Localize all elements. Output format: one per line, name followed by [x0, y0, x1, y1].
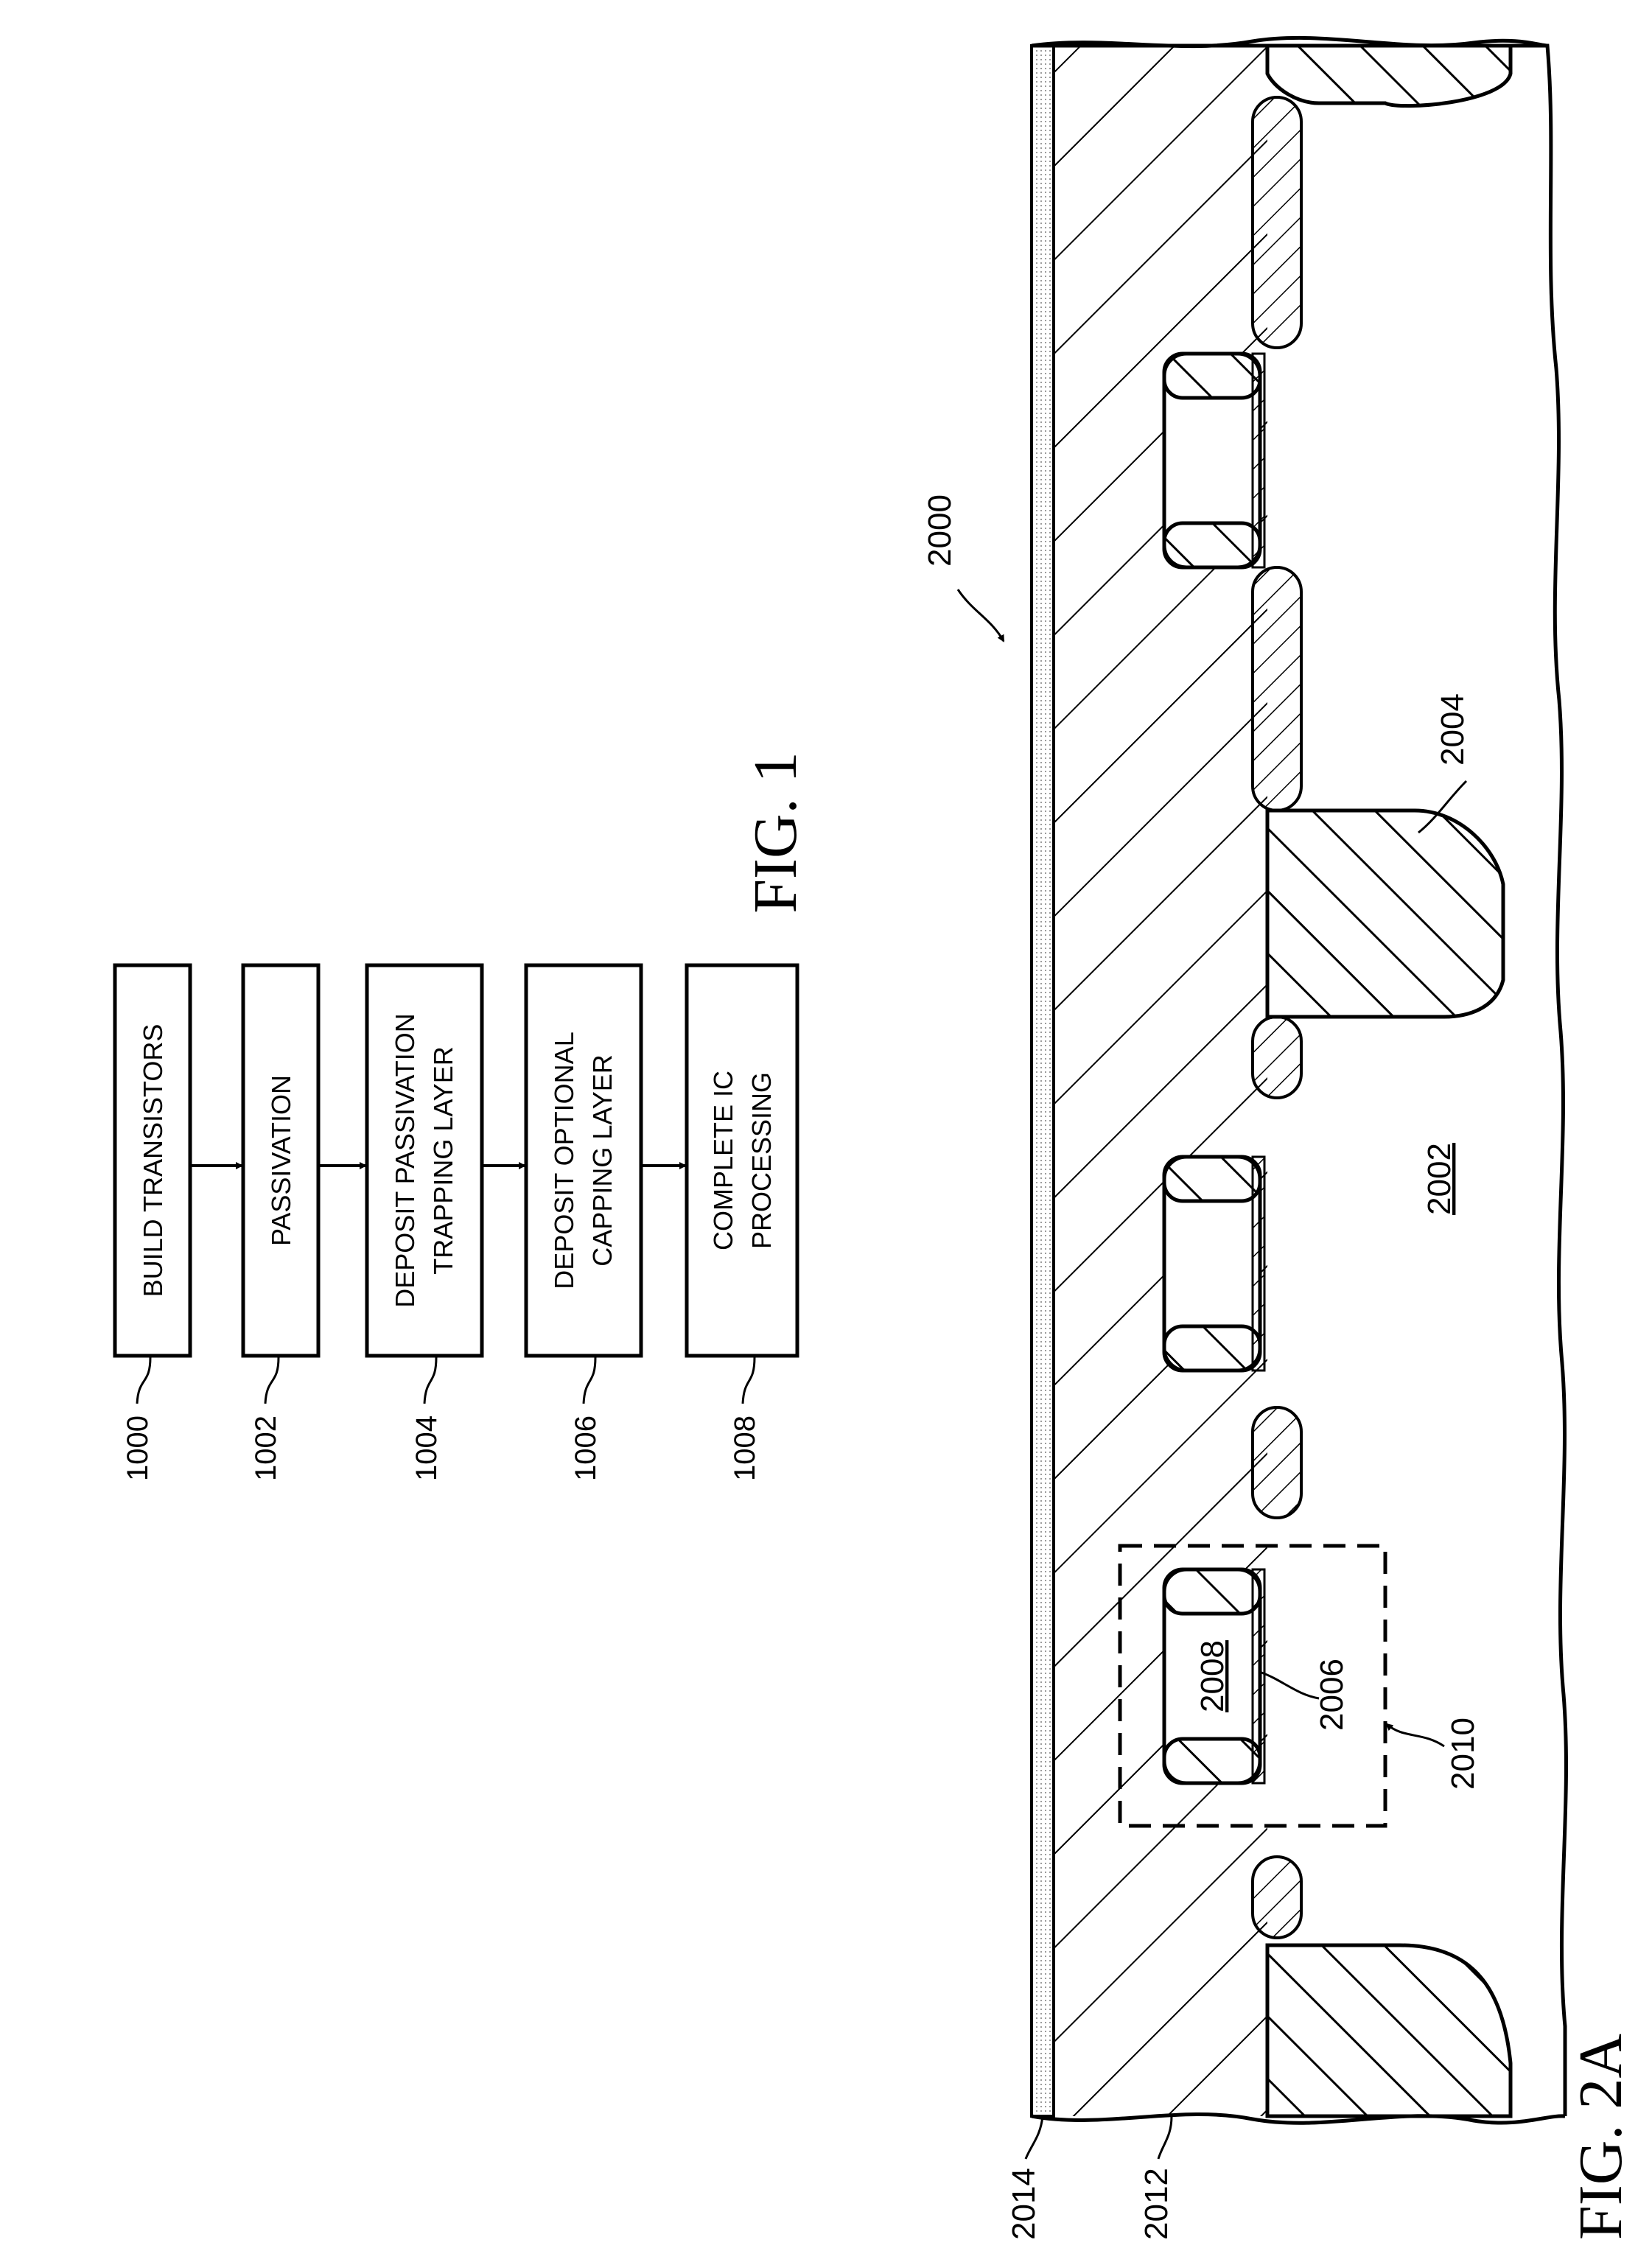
- gate-stack-1: [1164, 354, 1264, 567]
- isolation-top: [1267, 46, 1511, 106]
- figure-2a-title: FIG. 2A: [1567, 2034, 1635, 2240]
- ref-leader: [584, 1357, 595, 1404]
- ref-1002: 1002: [250, 1415, 282, 1481]
- step-label-1000: BUILD TRANSISTORS: [138, 1024, 168, 1298]
- figure-1-flowchart: BUILD TRANSISTORS PASSIVATION DEPOSIT PA…: [115, 752, 810, 1481]
- ref-2006: 2006: [1314, 1659, 1350, 1731]
- step-label-1008-line2: PROCESSING: [746, 1072, 777, 1249]
- ref-leader: [743, 1357, 755, 1404]
- ref-1008: 1008: [729, 1415, 761, 1481]
- sd-region: [1253, 1017, 1301, 1098]
- sd-region: [1253, 1407, 1301, 1518]
- ref-leader: [424, 1357, 436, 1404]
- ref-leader-2012: [1158, 2116, 1172, 2159]
- ref-2012: 2012: [1138, 2168, 1175, 2240]
- figure-2a-cross-section: 2002 2008 2006 2010 2004 2000 2014 2012 …: [922, 38, 1635, 2240]
- ref-2000: 2000: [922, 494, 958, 567]
- step-box-1006: [526, 965, 641, 1356]
- gate-stack-2: [1164, 1157, 1264, 1370]
- sd-region: [1253, 567, 1301, 811]
- isolation-2004: [1267, 811, 1503, 1017]
- step-box-1004: [367, 965, 482, 1356]
- ref-leader: [137, 1357, 150, 1404]
- ref-leader-2014: [1026, 2116, 1043, 2159]
- substrate-2002: [1267, 46, 1562, 2116]
- ref-2004: 2004: [1435, 693, 1471, 766]
- figure-1-title: FIG. 1: [741, 752, 810, 913]
- ref-2014: 2014: [1006, 2168, 1042, 2240]
- ref-2010: 2010: [1445, 1718, 1481, 1790]
- ref-1000: 1000: [122, 1415, 154, 1481]
- sd-region: [1253, 97, 1301, 348]
- ref-leader: [265, 1357, 279, 1404]
- isolation-bottom: [1267, 1945, 1511, 2116]
- sd-region: [1253, 1857, 1301, 1938]
- substrate-label-2002: 2002: [1421, 1143, 1457, 1215]
- gate-label-2008: 2008: [1194, 1640, 1231, 1712]
- step-box-1008: [687, 965, 797, 1356]
- step-label-1004-line1: DEPOSIT PASSIVATION: [390, 1013, 420, 1307]
- step-label-1004-line2: TRAPPING LAYER: [428, 1046, 458, 1274]
- ref-1004: 1004: [410, 1415, 443, 1481]
- step-label-1002: PASSIVATION: [266, 1075, 296, 1246]
- step-label-1006-line1: DEPOSIT OPTIONAL: [549, 1032, 579, 1289]
- ref-leader-2000: [958, 589, 1004, 641]
- step-label-1006-line2: CAPPING LAYER: [587, 1054, 617, 1266]
- step-label-1008-line1: COMPLETE IC: [708, 1071, 738, 1250]
- ref-1006: 1006: [570, 1415, 602, 1481]
- trapping-layer-2014: [1032, 46, 1054, 2116]
